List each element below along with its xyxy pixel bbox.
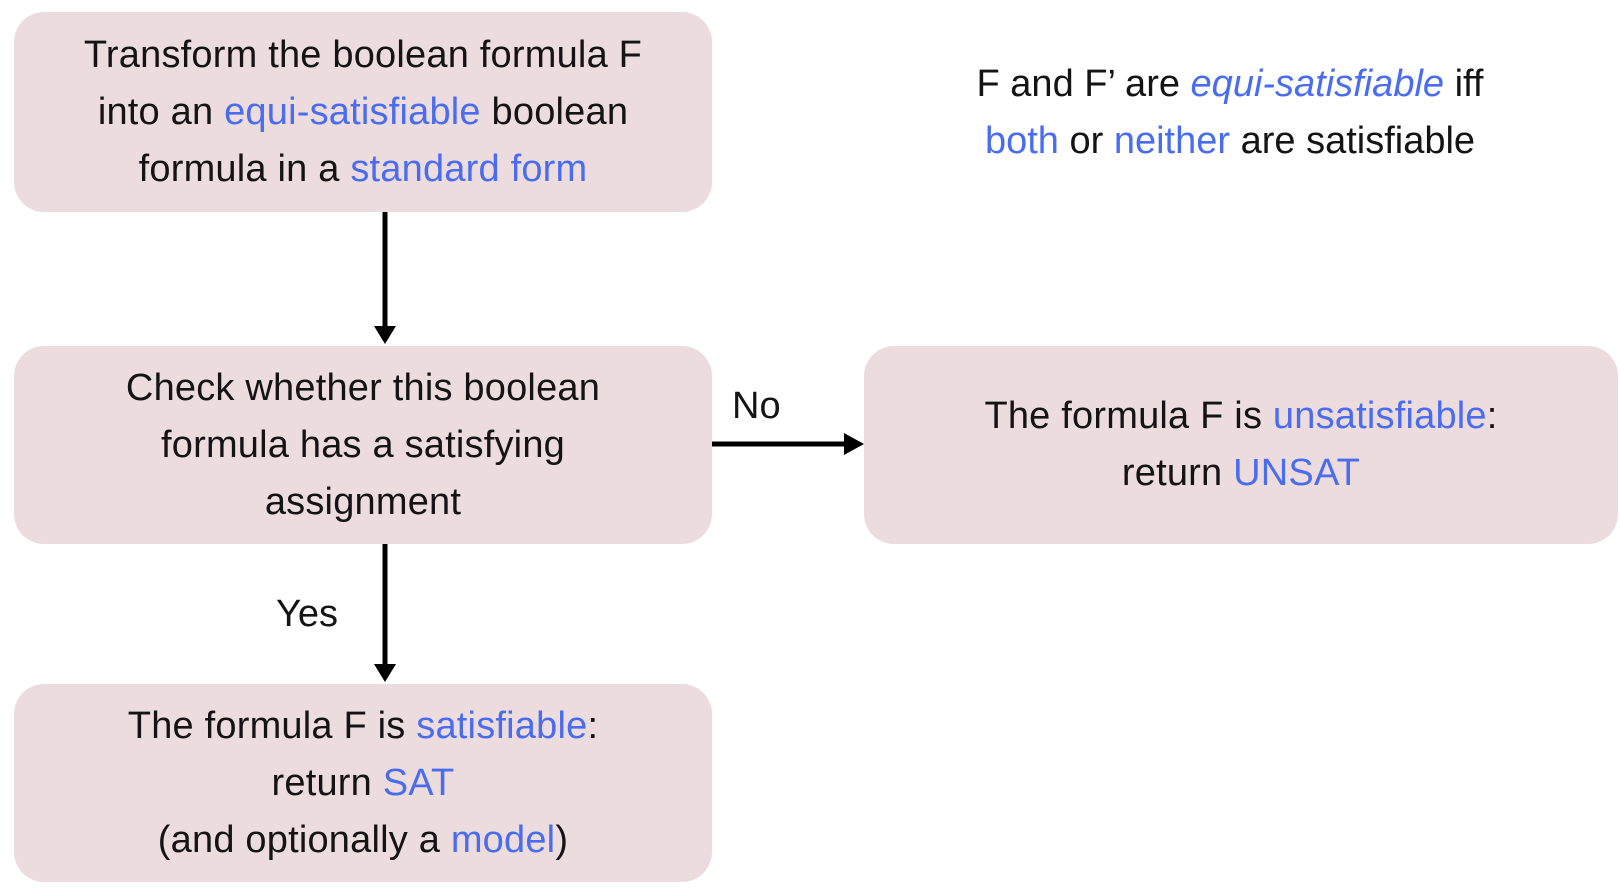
text-segment: Check whether this boolean xyxy=(125,366,601,409)
yes-edge-label: Yes xyxy=(276,593,338,635)
text-segment: return xyxy=(271,761,383,804)
highlighted-term: model xyxy=(450,818,556,861)
highlighted-term: neither xyxy=(1113,120,1231,162)
text-line: formula in a standard form xyxy=(84,141,642,198)
text-segment: boolean xyxy=(480,90,629,133)
text-line: return SAT xyxy=(128,755,598,812)
text-segment: into an xyxy=(97,90,225,133)
highlighted-term: equi-satisfiable xyxy=(224,90,481,133)
unsat-result-text: The formula F is unsatisfiable:return UN… xyxy=(984,388,1497,502)
text-line: The formula F is satisfiable: xyxy=(128,698,598,755)
highlighted-term: equi-satisfiable xyxy=(1190,63,1445,105)
text-segment: The formula F is xyxy=(127,704,417,747)
text-segment: : xyxy=(1486,395,1498,437)
highlighted-term: UNSAT xyxy=(1233,452,1361,494)
transform-step-text: Transform the boolean formula F into an e… xyxy=(84,27,642,198)
highlighted-term: both xyxy=(984,120,1059,162)
arrow-check-to-unsat-head xyxy=(844,433,864,455)
sat-result-text: The formula F is satisfiable:return SAT(… xyxy=(128,698,598,869)
transform-step-box: Transform the boolean formula F into an e… xyxy=(14,12,712,212)
no-edge-label: No xyxy=(732,385,781,427)
highlighted-term: unsatisfiable xyxy=(1272,395,1487,437)
check-satisfiability-text: Check whether this boolean formula has a … xyxy=(126,360,600,531)
text-line: assignment xyxy=(126,474,600,531)
text-line: Check whether this boolean xyxy=(126,360,600,417)
text-line: both or neither are satisfiable xyxy=(900,113,1560,170)
text-segment: Transform the boolean formula F xyxy=(83,33,643,76)
text-line: return UNSAT xyxy=(984,445,1497,502)
text-segment: formula has a satisfying xyxy=(161,423,565,466)
text-line: Transform the boolean formula F xyxy=(84,27,642,84)
arrow-transform-to-check-head xyxy=(374,326,396,344)
text-line: formula has a satisfying xyxy=(126,417,600,474)
check-satisfiability-box: Check whether this boolean formula has a … xyxy=(14,346,712,544)
text-line: The formula F is unsatisfiable: xyxy=(984,388,1497,445)
text-line: into an equi-satisfiable boolean xyxy=(84,84,642,141)
text-segment: or xyxy=(1058,120,1114,162)
text-segment: The formula F is xyxy=(984,395,1273,437)
highlighted-term: satisfiable xyxy=(416,704,588,747)
text-segment: : xyxy=(587,704,599,747)
text-segment: (and optionally a xyxy=(157,818,451,861)
text-segment: formula in a xyxy=(138,147,351,190)
text-line: F and F’ are equi-satisfiable iff xyxy=(900,56,1560,113)
unsat-result-box: The formula F is unsatisfiable:return UN… xyxy=(864,346,1618,544)
text-segment: iff xyxy=(1444,63,1484,105)
text-segment: ) xyxy=(555,818,569,861)
highlighted-term: standard form xyxy=(350,147,588,190)
arrow-check-to-sat-head xyxy=(374,664,396,682)
highlighted-term: SAT xyxy=(382,761,455,804)
text-segment: are satisfiable xyxy=(1230,120,1476,162)
text-line: (and optionally a model) xyxy=(128,812,598,869)
text-segment: F and F’ are xyxy=(976,63,1191,105)
sat-result-box: The formula F is satisfiable:return SAT(… xyxy=(14,684,712,882)
text-segment: return xyxy=(1121,452,1234,494)
text-segment: assignment xyxy=(264,480,462,523)
